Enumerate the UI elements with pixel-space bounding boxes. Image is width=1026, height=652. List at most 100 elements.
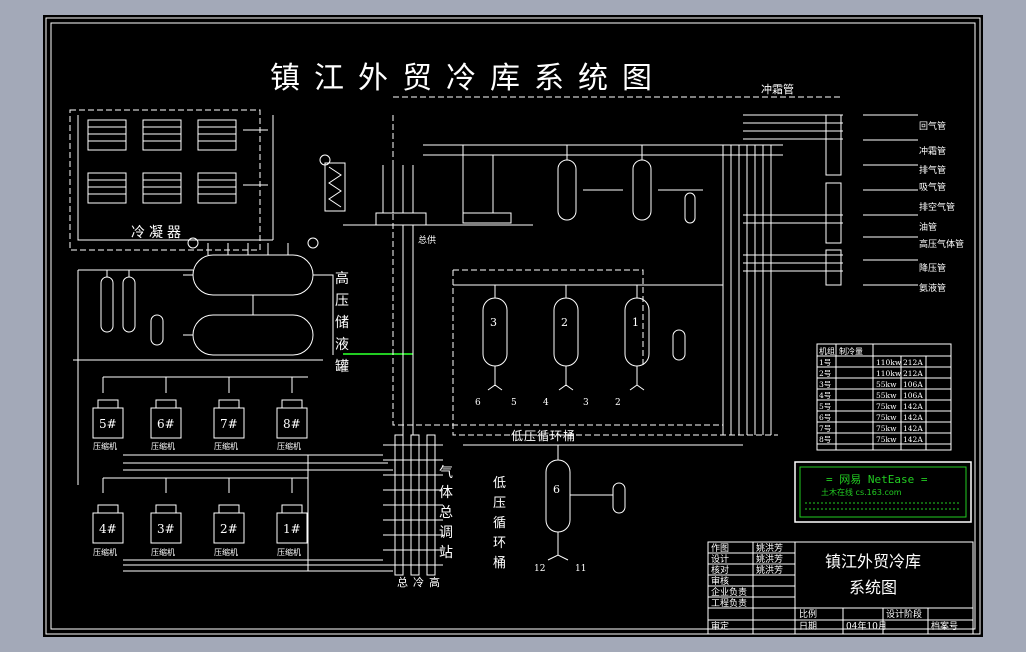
svg-text:压缩机: 压缩机: [214, 547, 238, 557]
table-cell: 212A: [903, 358, 923, 367]
svg-text:3: 3: [490, 316, 497, 329]
table-cell: 142A: [903, 413, 923, 422]
svg-text:调: 调: [439, 525, 453, 541]
svg-text:压缩机: 压缩机: [151, 547, 175, 557]
drawing-title: 镇江外贸冷库系统图: [270, 61, 666, 96]
compressor-1: 1#: [283, 522, 301, 536]
svg-text:低: 低: [493, 476, 506, 491]
svg-text:压缩机: 压缩机: [93, 441, 117, 451]
svg-text:氨液管: 氨液管: [919, 282, 946, 294]
svg-text:工程负责: 工程负责: [711, 597, 747, 609]
svg-text:压: 压: [335, 293, 349, 309]
svg-text:姚洪芳: 姚洪芳: [756, 553, 783, 565]
table-cell: 7号: [819, 424, 831, 433]
svg-text:2: 2: [615, 398, 621, 408]
svg-text:高压气体管: 高压气体管: [919, 238, 964, 250]
svg-text:体: 体: [439, 485, 453, 501]
svg-text:储: 储: [335, 315, 349, 331]
outer-border: [45, 17, 981, 635]
svg-text:比例: 比例: [799, 608, 817, 620]
compressor-row-bottom: 4# 3# 2# 1# 压缩机 压缩机 压缩机 压缩机: [92, 477, 308, 557]
receiver-group: 高 压 储 液 罐: [183, 154, 349, 375]
title-block-name-2: 系统图: [849, 578, 897, 597]
svg-text:核对: 核对: [711, 564, 729, 576]
svg-text:04年10月: 04年10月: [846, 620, 887, 632]
inner-border: [50, 22, 976, 630]
svg-text:总: 总: [397, 575, 408, 589]
dashed-boundary-1: [392, 115, 723, 426]
table-cell: 75kw: [876, 413, 897, 422]
svg-text:站: 站: [439, 545, 453, 561]
svg-text:桶: 桶: [493, 556, 506, 571]
svg-text:排气管: 排气管: [919, 164, 946, 176]
svg-text:审定: 审定: [711, 620, 729, 632]
compressor-7: 7#: [220, 417, 238, 431]
low-pressure-vessels: 3 2 1 6 5 4 3 2 低压循环桶: [453, 284, 723, 443]
svg-text:气: 气: [439, 465, 453, 481]
compressor-table: 机组 制冷量: [816, 343, 952, 451]
svg-text:冷: 冷: [413, 576, 424, 589]
svg-text:冲霜管: 冲霜管: [919, 145, 946, 157]
condenser-group: 冷凝器: [69, 109, 274, 251]
table-cell: 3号: [819, 380, 831, 389]
svg-text:压缩机: 压缩机: [93, 547, 117, 557]
compressor-8: 8#: [283, 417, 301, 431]
compressor-row-top: 5# 6# 7# 8# 压缩机 压缩机 压缩机 压缩机: [92, 376, 308, 451]
svg-text:11: 11: [575, 564, 586, 574]
title-block-name-1: 镇江外贸冷库: [825, 552, 921, 571]
svg-text:压缩机: 压缩机: [277, 441, 301, 451]
defrost-label: 冲霜管: [761, 82, 794, 96]
dashed-boundary-2: [452, 269, 778, 436]
low-pressure-vessel-6: 6 12 11 低 压 循 环 桶: [463, 444, 743, 574]
svg-text:机组: 机组: [819, 346, 835, 356]
high-pressure-manifold: 总供: [343, 165, 533, 435]
table-cell: 5号: [819, 402, 831, 411]
svg-text:企业负责: 企业负责: [711, 586, 747, 598]
table-cell: 142A: [903, 424, 923, 433]
svg-text:回气管: 回气管: [919, 120, 946, 132]
svg-text:审核: 审核: [711, 575, 729, 587]
svg-text:制冷量: 制冷量: [839, 346, 863, 356]
svg-text:土木在线 cs.163.com: 土木在线 cs.163.com: [821, 487, 902, 497]
svg-text:设计阶段: 设计阶段: [886, 608, 922, 620]
svg-text:= 网易 NetEase =: = 网易 NetEase =: [826, 473, 928, 486]
svg-text:液: 液: [335, 337, 349, 353]
svg-text:罐: 罐: [335, 359, 349, 375]
svg-text:作图: 作图: [711, 542, 729, 554]
table-cell: 4号: [819, 391, 831, 400]
table-cell: 55kw: [876, 380, 897, 389]
svg-text:总供: 总供: [418, 234, 436, 246]
table-cell: 75kw: [876, 402, 897, 411]
svg-text:高: 高: [429, 575, 440, 589]
refrigeration-system-diagram: 镇江外贸冷库系统图 冲霜管 冷凝器 高 压 储 液 罐: [45, 17, 981, 635]
svg-text:姚洪芳: 姚洪芳: [756, 542, 783, 554]
receiver-label-1: 高: [335, 270, 349, 287]
compressor-5: 5#: [99, 417, 117, 431]
evaporator-vessels-upper: [423, 144, 783, 224]
table-cell: 2号: [819, 369, 831, 378]
svg-text:设计: 设计: [711, 553, 729, 565]
table-cell: 106A: [903, 391, 923, 400]
title-block: 作图 设计 核对 审核 企业负责 工程负责 审定 姚洪芳 姚洪芳 姚洪芳 镇江外…: [707, 541, 974, 635]
svg-text:2: 2: [561, 316, 568, 329]
compressor-6: 6#: [157, 417, 175, 431]
svg-text:压缩机: 压缩机: [151, 441, 175, 451]
svg-text:总: 总: [439, 505, 453, 521]
table-cell: 6号: [819, 413, 831, 422]
low-pressure-vessel-label: 低压循环桶: [511, 428, 576, 443]
table-cell: 110kw: [876, 358, 902, 367]
gas-station: 气 体 总 调 站 总 冷 高: [383, 434, 453, 589]
svg-text:日期: 日期: [799, 621, 817, 632]
svg-text:3: 3: [583, 398, 589, 408]
svg-text:油管: 油管: [919, 221, 937, 233]
oil-separators: [73, 269, 323, 485]
svg-text:压缩机: 压缩机: [277, 547, 301, 557]
svg-text:环: 环: [493, 536, 506, 551]
compressor-manifold-pipes: [123, 454, 393, 572]
table-cell: 212A: [903, 369, 923, 378]
svg-text:1: 1: [632, 316, 639, 329]
svg-text:压: 压: [493, 496, 506, 511]
compressor-2: 2#: [220, 522, 238, 536]
netease-watermark: = 网易 NetEase = 土木在线 cs.163.com: [794, 461, 972, 523]
